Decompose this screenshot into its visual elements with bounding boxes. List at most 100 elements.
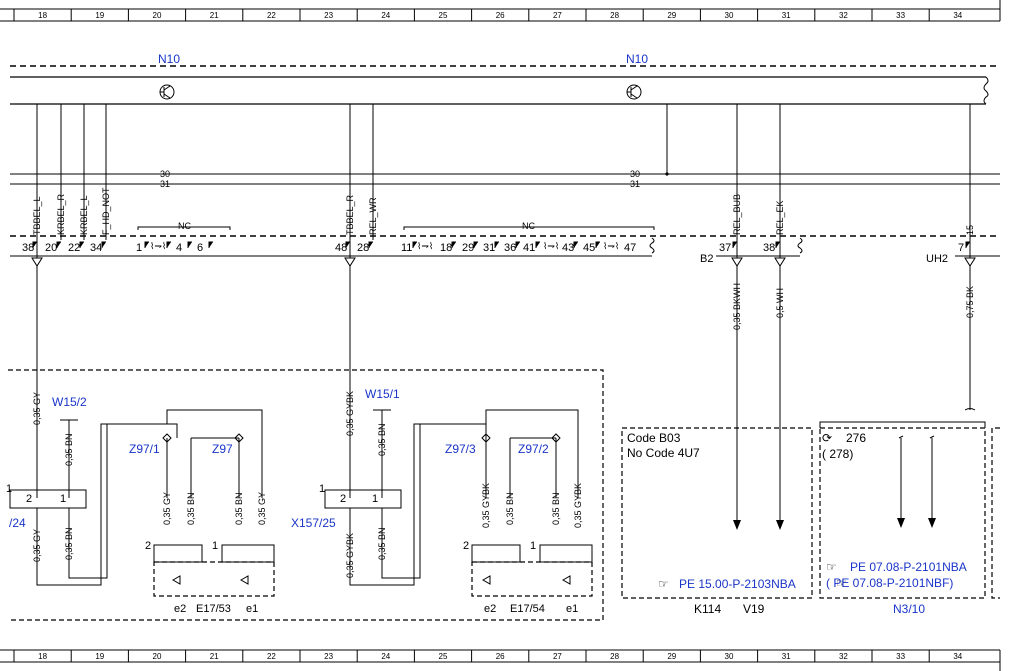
pin-28: 28 xyxy=(357,242,369,254)
e17-53-pin-1: 1 xyxy=(212,540,218,552)
grid-column-number: 25 xyxy=(439,652,448,661)
nc-bracket-right: NC xyxy=(403,221,655,231)
bus-31-label-right: 31 xyxy=(630,179,640,189)
harness-wires xyxy=(36,266,971,522)
internal-signal-lines xyxy=(36,104,971,258)
pin-45: 45 xyxy=(583,242,595,254)
nc-label-right: NC xyxy=(522,221,535,231)
pin-11: 11 xyxy=(401,242,412,254)
pin-20: 20 xyxy=(45,242,57,254)
grid-column-number: 33 xyxy=(896,11,905,20)
strip-break-left xyxy=(649,237,655,254)
pin-uh2-7: 7 xyxy=(958,242,964,254)
ref-pe-15-00-p-2103nba[interactable]: PE 15.00-P-2103NBA xyxy=(679,577,796,591)
e17-53-label: E17/53 xyxy=(196,603,231,615)
signal-tbbel-l: TBBEL_L xyxy=(32,196,42,235)
pin-29: 29 xyxy=(462,242,474,254)
grid-column-number: 20 xyxy=(153,11,162,20)
svg-text:⌇⇁⌇: ⌇⇁⌇ xyxy=(417,241,433,251)
transistor-icon-right xyxy=(626,84,642,100)
signal-krbel-r: KRBEL_R xyxy=(56,193,66,235)
k114-v19-box xyxy=(621,427,813,599)
ref-276: 276 xyxy=(846,431,866,445)
svg-text:⌇⇁⌇: ⌇⇁⌇ xyxy=(150,241,166,251)
bus-31-label-left: 31 xyxy=(160,179,170,189)
grid-column-number: 24 xyxy=(381,11,390,20)
ref-pe-07-08-p-2101nba[interactable]: PE 07.08-P-2101NBA xyxy=(850,560,967,574)
signal-krbel-l: KRBEL_L xyxy=(79,195,89,235)
connector-24-label: /24 xyxy=(9,516,26,530)
left-connector-pin-2: 2 xyxy=(26,493,32,505)
pin-6: 6 xyxy=(197,242,203,254)
plug-triangles xyxy=(31,257,976,267)
left-connector-num-1: 1 xyxy=(6,483,12,495)
wire-label-wh: 0,5 WH xyxy=(775,288,785,318)
z97-1-label: Z97/1 xyxy=(129,442,160,456)
left-connector-box xyxy=(9,489,87,509)
grid-column-number: 22 xyxy=(267,11,276,20)
grid-column-number: 31 xyxy=(782,652,791,661)
b2-label: B2 xyxy=(700,253,713,265)
grid-column-number: 32 xyxy=(839,652,848,661)
left-door-group-boundary xyxy=(8,369,604,621)
ref-icon-n3-10-a: ☞ xyxy=(826,560,837,574)
n10-label-left: N10 xyxy=(158,52,180,66)
grid-column-number: 29 xyxy=(667,652,676,661)
pin-22: 22 xyxy=(68,242,80,254)
grid-column-number: 24 xyxy=(381,652,390,661)
no-code-4u7: No Code 4U7 xyxy=(627,446,700,460)
e17-54-label: E17/54 xyxy=(510,603,545,615)
pin-1: 1 xyxy=(136,242,142,254)
wire-label-bkwh: 0,35 BKWH xyxy=(732,283,742,330)
n3-10-box-bracket xyxy=(819,421,986,428)
pin-b2-38: 38 xyxy=(763,242,775,254)
ref-278: ( 278) xyxy=(822,447,853,461)
wire-label-gybk-3: 0,35 GYBK xyxy=(481,483,491,528)
x157-connector-pin-2: 2 xyxy=(340,493,346,505)
x157-connector-num-1: 1 xyxy=(319,483,325,495)
left-connector-pin-1: 1 xyxy=(60,493,66,505)
nc-switch-symbols: ⌇⇁⌇ ⌇⇁⌇ ⌇⇁⌇ ⌇⇁⌇ xyxy=(150,241,619,251)
e17-53-lamp-unit xyxy=(153,561,275,597)
ref-pe-07-08-p-2101nbf[interactable]: ( PE 07.08-P-2101NBF) xyxy=(826,576,953,590)
pin-36: 36 xyxy=(504,242,516,254)
e17-53-pin-2: 2 xyxy=(145,540,151,552)
e17-54-connector-e1 xyxy=(539,544,593,563)
ref-icon-k114: ☞ xyxy=(658,577,669,591)
arrowheads xyxy=(733,518,936,530)
wire-label-gybk-1: 0,35 GYBK xyxy=(345,391,355,436)
z97-2-label: Z97/2 xyxy=(518,442,549,456)
grid-column-number: 30 xyxy=(725,652,734,661)
e17-53-connector-e2 xyxy=(153,544,203,563)
grid-column-number: 33 xyxy=(896,652,905,661)
grid-column-number: 23 xyxy=(324,652,333,661)
e17-54-pin-1: 1 xyxy=(530,540,536,552)
symbol-icon-276: ⟳ xyxy=(822,431,832,445)
grid-column-number: 34 xyxy=(953,11,962,20)
n10-label-right: N10 xyxy=(626,52,648,66)
grid-column-number: 31 xyxy=(782,11,791,20)
bus-30-label-left: 30 xyxy=(160,169,170,179)
v19-label: V19 xyxy=(743,602,765,616)
nc-label-left: NC xyxy=(178,221,191,231)
pin-34: 34 xyxy=(90,242,102,254)
signal-rel-ek: REL_EK xyxy=(775,200,785,235)
grid-column-number: 21 xyxy=(210,652,219,661)
k114-label: K114 xyxy=(694,602,721,616)
e17-54-e1-label: e1 xyxy=(566,603,578,615)
next-box-partial xyxy=(991,427,1000,599)
grid-column-number: 30 xyxy=(725,11,734,20)
wire-label-bk: 0,75 BK xyxy=(965,286,975,318)
strip-break-b2 xyxy=(797,237,803,254)
grid-column-number: 21 xyxy=(210,11,219,20)
bus-line-31: 31 31 xyxy=(10,179,1000,189)
grid-column-number: 27 xyxy=(553,652,562,661)
wire-label-bn-4: 0,35 BN xyxy=(234,492,244,525)
left-loop-wires xyxy=(36,409,263,586)
wire-label-bn-8: 0,35 BN xyxy=(551,492,561,525)
w15-2-label: W15/2 xyxy=(52,395,87,409)
grid-column-number: 23 xyxy=(324,11,333,20)
module-break-mark xyxy=(983,76,989,105)
